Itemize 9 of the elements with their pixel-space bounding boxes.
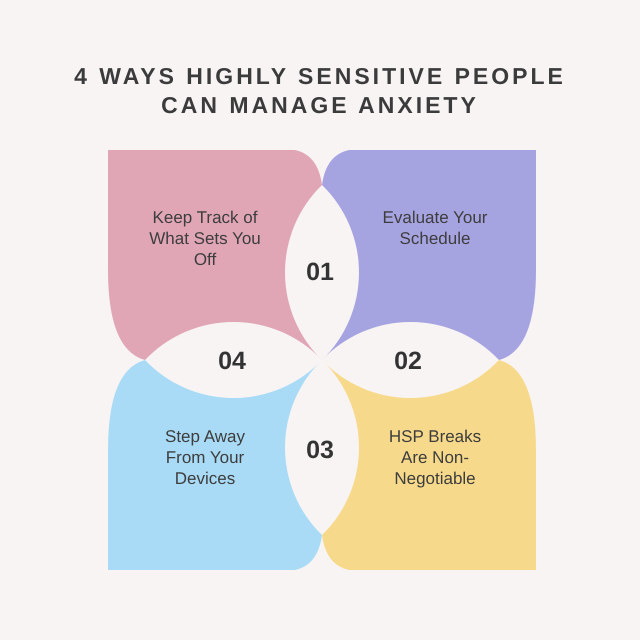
step-number: 01 xyxy=(305,258,335,287)
step-number: 02 xyxy=(393,347,423,376)
step-number: 04 xyxy=(217,347,247,376)
step-number: 03 xyxy=(305,436,335,465)
step-text: Keep Track of What Sets You Off xyxy=(148,207,262,270)
title: 4 WAYS HIGHLY SENSITIVE PEOPLE CAN MANAGE ANXIETY xyxy=(73,62,567,120)
step-text: HSP Breaks Are Non-Negotiable xyxy=(388,426,482,489)
step-text: Evaluate Your Schedule xyxy=(382,207,488,249)
step-text: Step Away From Your Devices xyxy=(164,426,246,489)
